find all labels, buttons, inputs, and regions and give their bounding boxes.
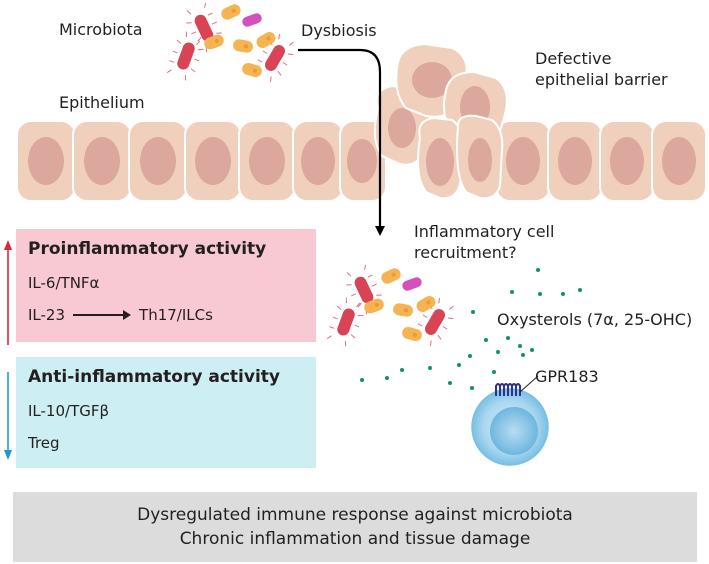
oxysterol-dot: [448, 381, 452, 385]
bacterium-orange: [393, 303, 413, 317]
bacterium-orange: [416, 296, 436, 312]
oxysterol-dot: [428, 366, 432, 370]
immune-cell-nucleus: [490, 407, 538, 455]
up-arrow-icon: [4, 240, 12, 345]
oxysterol-dot: [518, 344, 522, 348]
bacterium-orange: [256, 32, 276, 48]
oxysterol-dot: [496, 350, 500, 354]
proinflammatory-line2: IL-23 Th17/ILCs: [28, 305, 316, 325]
oxysterol-dot: [484, 338, 488, 342]
bacterium-magenta: [402, 277, 422, 291]
oxysterol-dot: [536, 268, 540, 272]
detached-cell: [417, 116, 464, 200]
down-arrow-icon: [4, 372, 12, 460]
proinflammatory-line1: IL-6/TNFα: [28, 273, 316, 293]
defective-barrier-cells: [373, 42, 508, 200]
label-microbiota: Microbiota: [59, 20, 143, 39]
bacterium-orange: [402, 326, 422, 342]
anti-inflammatory-line2: Treg: [28, 433, 316, 453]
label-recruitment-1: Inflammatory cell: [414, 222, 555, 241]
epithelial-cell: [72, 120, 132, 202]
bacterium-orange: [204, 34, 224, 50]
oxysterol-dot: [492, 370, 496, 374]
dysbiosis-arrow: [298, 48, 385, 236]
oxysterol-dot: [470, 386, 474, 390]
oxysterol-dot: [578, 288, 582, 292]
anti-inflammatory-box: Anti-inflammatory activity IL-10/TGFβ Tr…: [16, 357, 316, 468]
immune-cell: [471, 375, 549, 466]
epithelial-cell: [651, 120, 707, 202]
epithelial-cell: [238, 120, 296, 202]
epithelial-cell: [339, 120, 387, 202]
footer-line1: Dysregulated immune response against mic…: [137, 505, 573, 525]
oxysterol-dot: [506, 336, 510, 340]
th17-text: Th17/ILCs: [139, 306, 213, 324]
label-epithelium: Epithelium: [59, 93, 145, 112]
proinflammatory-box: Proinflammatory activity IL-6/TNFα IL-23…: [16, 229, 316, 342]
oxysterol-dot: [471, 310, 475, 314]
bacterium-orange: [221, 4, 241, 20]
label-gpr183: GPR183: [535, 367, 599, 386]
label-recruitment-2: recruitment?: [414, 243, 517, 262]
epithelium-layer: [16, 120, 707, 202]
epithelial-cell: [292, 120, 344, 202]
oxysterol-dot: [457, 363, 461, 367]
microbiota-cluster-bottom: [326, 264, 454, 347]
label-oxysterols: Oxysterols (7α, 25-OHC): [497, 310, 693, 329]
oxysterol-dot: [360, 378, 364, 382]
label-defective-barrier-1: Defective: [535, 49, 612, 68]
summary-footer: Dysregulated immune response against mic…: [13, 492, 697, 562]
epithelial-cell: [547, 120, 603, 202]
epithelial-cell: [599, 120, 655, 202]
il23-text: IL-23: [28, 306, 66, 324]
proinflammatory-line1-text: IL-6/TNFα: [28, 274, 100, 292]
oxysterol-dot: [400, 368, 404, 372]
oxysterol-dot: [385, 376, 389, 380]
epithelial-cell: [184, 120, 242, 202]
anti-inflammatory-line1: IL-10/TGFβ: [28, 401, 316, 421]
bacterium-magenta: [242, 13, 262, 27]
footer-line2: Chronic inflammation and tissue damage: [179, 529, 531, 549]
bacterium-orange: [381, 268, 401, 284]
anti-inflammatory-line2-text: Treg: [28, 434, 60, 452]
label-dysbiosis: Dysbiosis: [301, 21, 377, 40]
oxysterol-dot: [561, 292, 565, 296]
bacterium-orange: [242, 62, 262, 78]
bacterium-red: [166, 31, 204, 81]
gpr183-receptor-icon: [495, 383, 521, 396]
detached-cell: [456, 114, 504, 200]
epithelial-cell: [16, 120, 76, 202]
bacterium-orange: [233, 39, 253, 53]
label-defective-barrier-2: epithelial barrier: [535, 70, 668, 89]
oxysterol-dot: [530, 348, 534, 352]
oxysterol-dot: [510, 290, 514, 294]
oxysterol-dot: [521, 353, 525, 357]
epithelial-cell: [495, 120, 551, 202]
right-arrow-icon: [73, 310, 132, 320]
oxysterol-dot: [468, 354, 472, 358]
receptor-pointer: [519, 375, 539, 393]
anti-inflammatory-title: Anti-inflammatory activity: [28, 367, 280, 387]
oxysterol-dot: [538, 292, 542, 296]
bacterium-red: [326, 297, 364, 347]
oxysterol-dots: [360, 268, 582, 390]
anti-inflammatory-line1-text: IL-10/TGFβ: [28, 402, 110, 420]
epithelial-cell: [128, 120, 188, 202]
microbiota-cluster-top: [166, 2, 294, 82]
proinflammatory-title: Proinflammatory activity: [28, 239, 267, 259]
bacterium-orange: [364, 298, 384, 314]
